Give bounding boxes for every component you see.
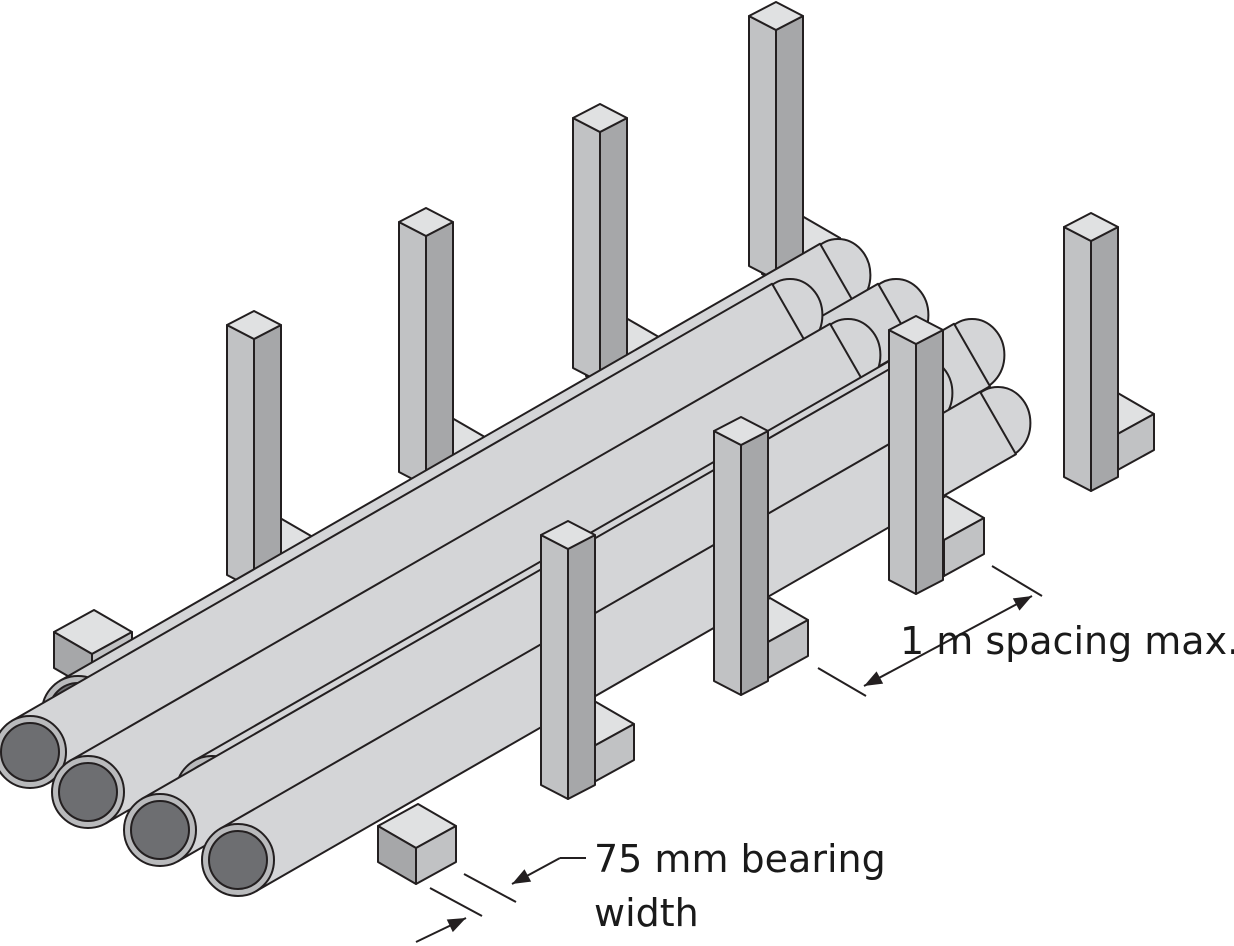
front-posts [540, 212, 1119, 800]
post-side-face [775, 15, 804, 281]
dimension-arrow-icon [864, 671, 884, 686]
pipe-bore [208, 830, 268, 890]
post-top-cap [572, 103, 628, 133]
bearing-extension-line-1 [463, 873, 517, 903]
post-side-face [1090, 226, 1119, 492]
pipe-4 [51, 318, 882, 829]
front-post-3 [888, 315, 944, 595]
dimension-lines [415, 565, 1043, 943]
post-side-face [253, 324, 282, 590]
rear-post-2 [398, 207, 454, 487]
post-side-face [915, 329, 944, 595]
post-front-face [748, 15, 777, 281]
spacing-dimension-line [863, 595, 1033, 687]
pipe-bore [130, 800, 190, 860]
post-top-cap [398, 207, 454, 237]
front-post-2 [713, 416, 769, 696]
post-front-face [226, 324, 255, 590]
post-side-face [599, 117, 628, 383]
rear-post-3 [572, 103, 628, 383]
post-side-face [740, 430, 769, 696]
post-top-cap [226, 310, 282, 340]
post-front-face [888, 329, 917, 595]
post-top-cap [748, 1, 804, 31]
pipe-stack [0, 238, 1032, 897]
spacing-label: 1 m spacing max. [900, 619, 1234, 663]
front-post-1 [540, 520, 596, 800]
rear-post-4 [748, 1, 804, 281]
post-front-face [1063, 226, 1092, 492]
post-front-face [540, 534, 569, 800]
post-top-cap [713, 416, 769, 446]
spacing-extension-line-2 [817, 667, 867, 697]
front-bearer-1 [377, 803, 457, 885]
rear-posts [226, 1, 804, 590]
post-front-face [398, 221, 427, 487]
dimension-arrow-icon [1012, 596, 1032, 611]
post-front-face [713, 430, 742, 696]
post-top-cap [1063, 212, 1119, 242]
front-post-4 [1063, 212, 1119, 492]
bearing-width-label-line1: 75 mm bearing [594, 837, 886, 881]
post-side-face [567, 534, 596, 800]
post-top-cap [888, 315, 944, 345]
bearing-extension-line-2 [429, 887, 483, 917]
post-top-cap [540, 520, 596, 550]
pipe-7 [201, 386, 1032, 897]
bearer-side [377, 825, 417, 885]
post-front-face [572, 117, 601, 383]
bearing-width-label-line2: width [594, 891, 699, 935]
rear-post-1 [226, 310, 282, 590]
dimension-arrow-icon [446, 918, 466, 933]
pipe-bore [0, 722, 60, 782]
dimension-arrow-icon [512, 869, 532, 884]
pipe-bore [58, 762, 118, 822]
post-side-face [425, 221, 454, 487]
spacing-extension-line-1 [991, 565, 1043, 597]
